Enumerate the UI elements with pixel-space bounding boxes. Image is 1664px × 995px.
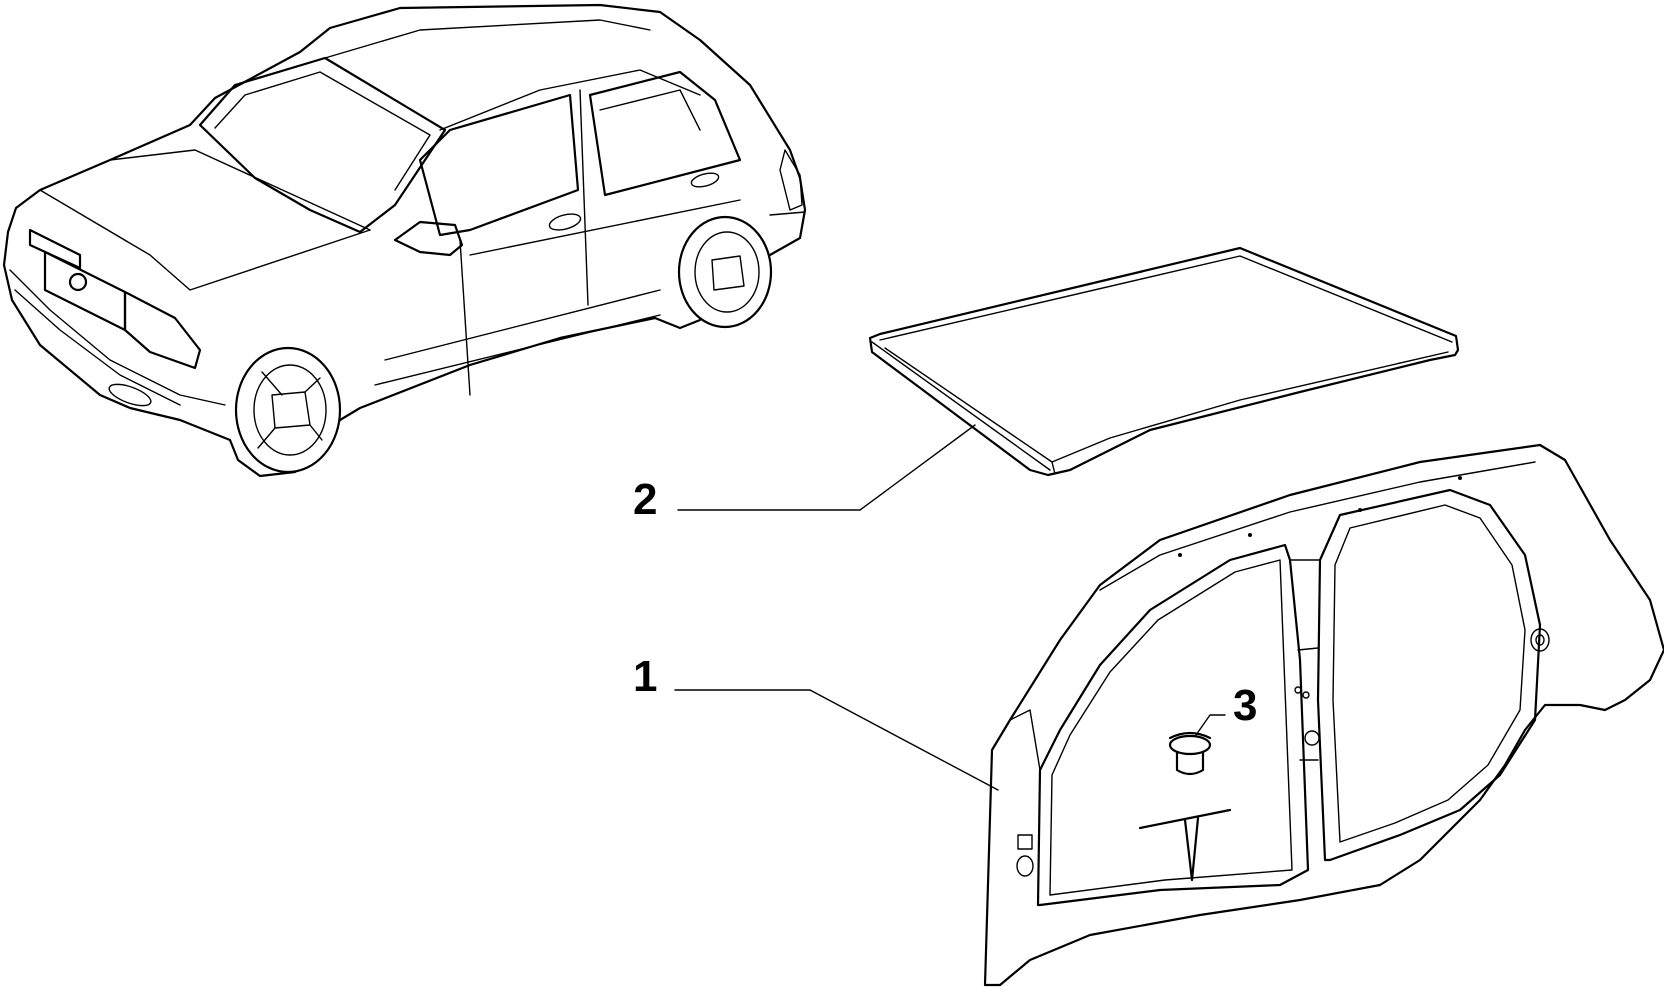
callout-number-1: 1 xyxy=(633,652,658,701)
roof-panel xyxy=(868,246,1460,477)
leader-line-2 xyxy=(677,424,976,511)
leader-line-1 xyxy=(674,689,999,791)
leader-line-3 xyxy=(1195,714,1226,736)
plug xyxy=(1168,731,1212,776)
callout-number-2: 2 xyxy=(633,475,658,524)
side-body-panel xyxy=(983,443,1664,987)
car-overview-illustration xyxy=(2,3,807,478)
leader-lines xyxy=(674,424,1226,791)
callout-number-3: 3 xyxy=(1233,681,1258,730)
